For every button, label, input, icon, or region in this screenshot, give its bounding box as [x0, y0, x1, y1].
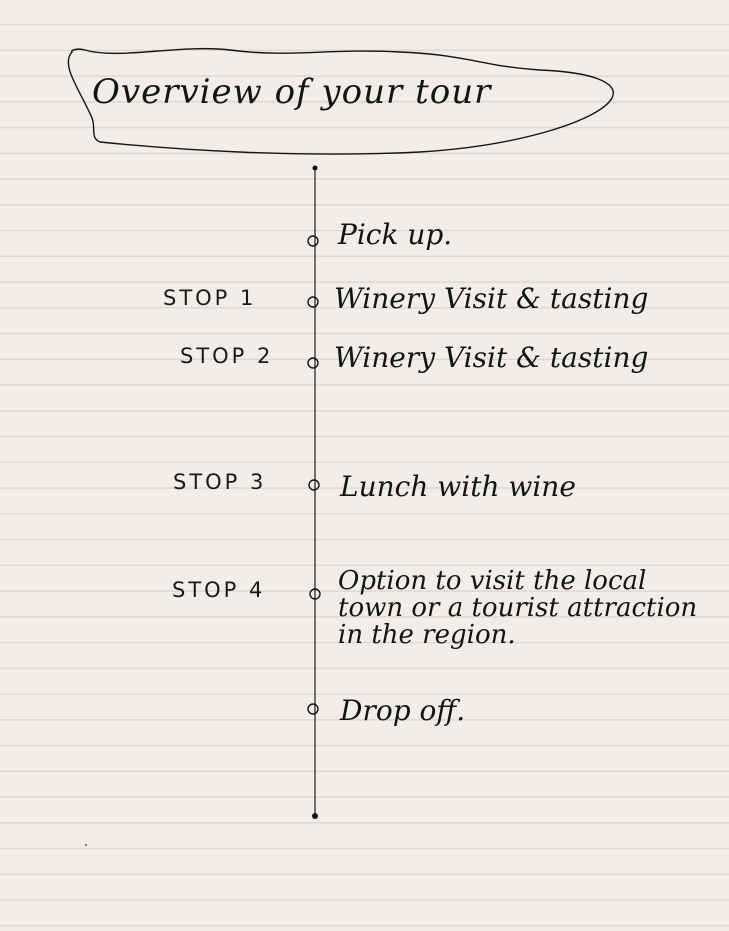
stop-label-2: STOP 2 [180, 344, 274, 368]
timeline-node-stop1 [307, 296, 319, 308]
timeline-node-stop2 [307, 357, 319, 369]
stop-label-3: STOP 3 [173, 470, 267, 494]
stop-label-4: STOP 4 [172, 578, 266, 602]
page-title: Overview of your tour [92, 72, 492, 112]
event-text-pickup: Pick up. [338, 218, 453, 251]
title-cloud-outline [67, 47, 614, 155]
event-text-stop2: Winery Visit & tasting [334, 341, 649, 374]
event-text-stop1: Winery Visit & tasting [334, 282, 649, 315]
stray-mark [85, 844, 87, 846]
timeline-node-stop3 [308, 479, 320, 491]
stop-label-1: STOP 1 [163, 286, 257, 310]
event-text-stop3: Lunch with wine [340, 470, 576, 503]
event-text-dropoff: Drop off. [340, 694, 466, 727]
timeline-end-dot [312, 813, 318, 819]
timeline-node-stop4 [309, 588, 321, 600]
event-text-stop4: Option to visit the local town or a tour… [338, 566, 698, 650]
timeline-node-pickup [307, 235, 319, 247]
timeline-node-dropoff [307, 703, 319, 715]
timeline-start-dot [312, 165, 318, 171]
